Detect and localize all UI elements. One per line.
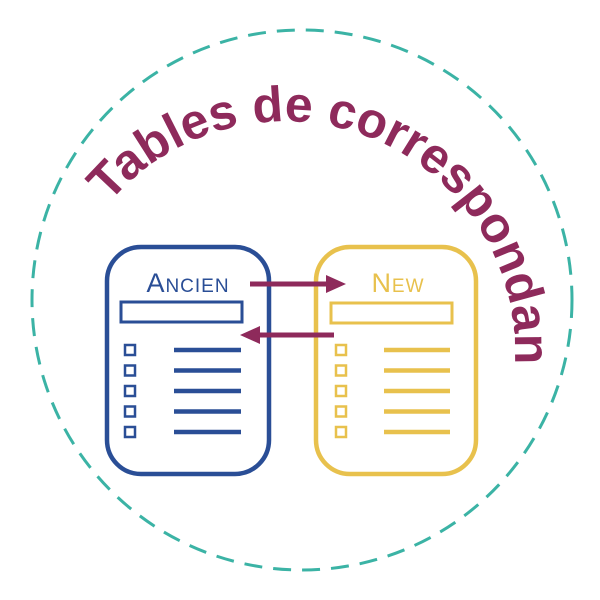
new-checkbox-icon	[334, 425, 348, 439]
ancien-header-bar	[119, 300, 244, 324]
new-checkbox-icon	[334, 405, 348, 418]
ancien-card: Ancien	[104, 244, 272, 477]
new-checkbox-icon	[334, 384, 348, 398]
ancien-rows	[123, 343, 241, 439]
ancien-checkbox-icon	[123, 343, 137, 357]
ancien-checkbox-icon	[123, 384, 137, 398]
arrow-right-head	[326, 275, 346, 293]
ancien-card-frame	[104, 244, 272, 477]
ancien-label: Ancien	[146, 268, 229, 298]
arrow-left-icon	[240, 326, 334, 344]
ancien-checkbox-icon	[123, 425, 137, 439]
new-checkbox-icon	[334, 364, 348, 377]
arrow-right-icon	[250, 275, 346, 293]
dashed-circle	[30, 28, 574, 572]
arrow-left-head	[240, 326, 260, 344]
ancien-checkbox-icon	[123, 364, 137, 377]
new-rows	[334, 343, 450, 439]
ancien-checkbox-icon	[123, 405, 137, 418]
new-label: New	[371, 268, 424, 298]
new-checkbox-icon	[334, 343, 348, 357]
new-card: New	[313, 244, 479, 477]
new-header-bar	[329, 301, 454, 325]
